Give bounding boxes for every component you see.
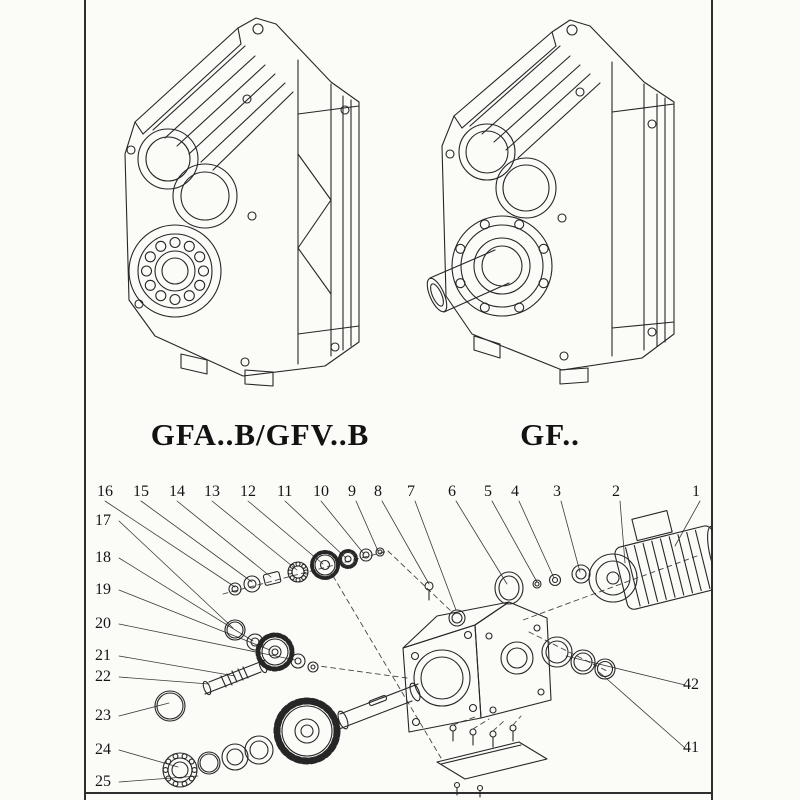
hollow-shaft-bearing: [128, 224, 222, 318]
cooling-ribs: [152, 45, 294, 171]
callout-1: 1: [692, 483, 700, 500]
callout-25: 25: [95, 773, 111, 790]
motor-axis-parts: [532, 564, 591, 589]
callout-7: 7: [407, 483, 415, 500]
callout-14: 14: [169, 483, 185, 500]
housing-outline: [441, 19, 675, 371]
callout-9: 9: [348, 483, 356, 500]
gearbox-drawing-gf: [426, 19, 675, 385]
callout-41: 41: [683, 739, 699, 756]
side-panel-ribs: [297, 59, 360, 365]
callout-22: 22: [95, 668, 111, 685]
callout-18: 18: [95, 549, 111, 566]
callout-23: 23: [95, 707, 111, 724]
intermediate-gear-parts: [154, 619, 319, 722]
page-border-left: [84, 0, 86, 800]
input-shaft-parts: [228, 547, 385, 596]
callout-24: 24: [95, 741, 111, 758]
leader-lines-right: [565, 655, 686, 749]
cover-plate: [436, 724, 548, 798]
output-shaft: [426, 249, 510, 313]
figure-gfa-gfv: [95, 4, 395, 406]
motor: [588, 510, 713, 610]
mounting-feet: [473, 335, 589, 385]
side-panel-ribs: [611, 61, 675, 357]
lifting-eye: [252, 23, 264, 35]
callout-20: 20: [95, 615, 111, 632]
page-border-right: [711, 0, 713, 800]
callout-4: 4: [511, 483, 519, 500]
gear-housing: [402, 581, 552, 733]
callout-5: 5: [484, 483, 492, 500]
page-border-bottom: [84, 792, 713, 794]
figure-gf: [412, 4, 714, 396]
callout-13: 13: [204, 483, 220, 500]
housing-bolts: [445, 87, 657, 361]
leader-lines-top: [104, 500, 701, 611]
output-flange: [451, 215, 553, 317]
lifting-eye: [566, 24, 578, 36]
exploded-view: 16 15 14 13 12 11 10 9 8 7 6 5 4 3 2 1 1…: [85, 470, 713, 798]
cooling-ribs: [469, 45, 601, 159]
callout-10: 10: [313, 483, 329, 500]
callout-42: 42: [683, 676, 699, 693]
mounting-feet: [180, 353, 274, 387]
output-shaft-parts: [162, 682, 421, 788]
model-label-gfa-gfv: GFA..B/GFV..B: [150, 417, 370, 452]
callout-8: 8: [374, 483, 382, 500]
callout-11: 11: [277, 483, 293, 500]
housing-outline: [124, 17, 360, 377]
seal-rings: [494, 571, 616, 680]
callout-21: 21: [95, 647, 111, 664]
input-bearing-bores: [137, 128, 238, 229]
callout-16: 16: [97, 483, 113, 500]
callout-3: 3: [553, 483, 561, 500]
housing-bolts: [126, 94, 350, 367]
callout-12: 12: [240, 483, 256, 500]
model-label-gf: GF..: [520, 417, 580, 452]
callout-2: 2: [612, 483, 620, 500]
callout-19: 19: [95, 581, 111, 598]
callout-6: 6: [448, 483, 456, 500]
input-bearing-bosses: [458, 123, 557, 219]
gearbox-drawing-gfa-gfv: [124, 17, 360, 387]
callout-15: 15: [133, 483, 149, 500]
exploded-diagram-art: [104, 500, 713, 798]
callout-17: 17: [95, 512, 111, 529]
